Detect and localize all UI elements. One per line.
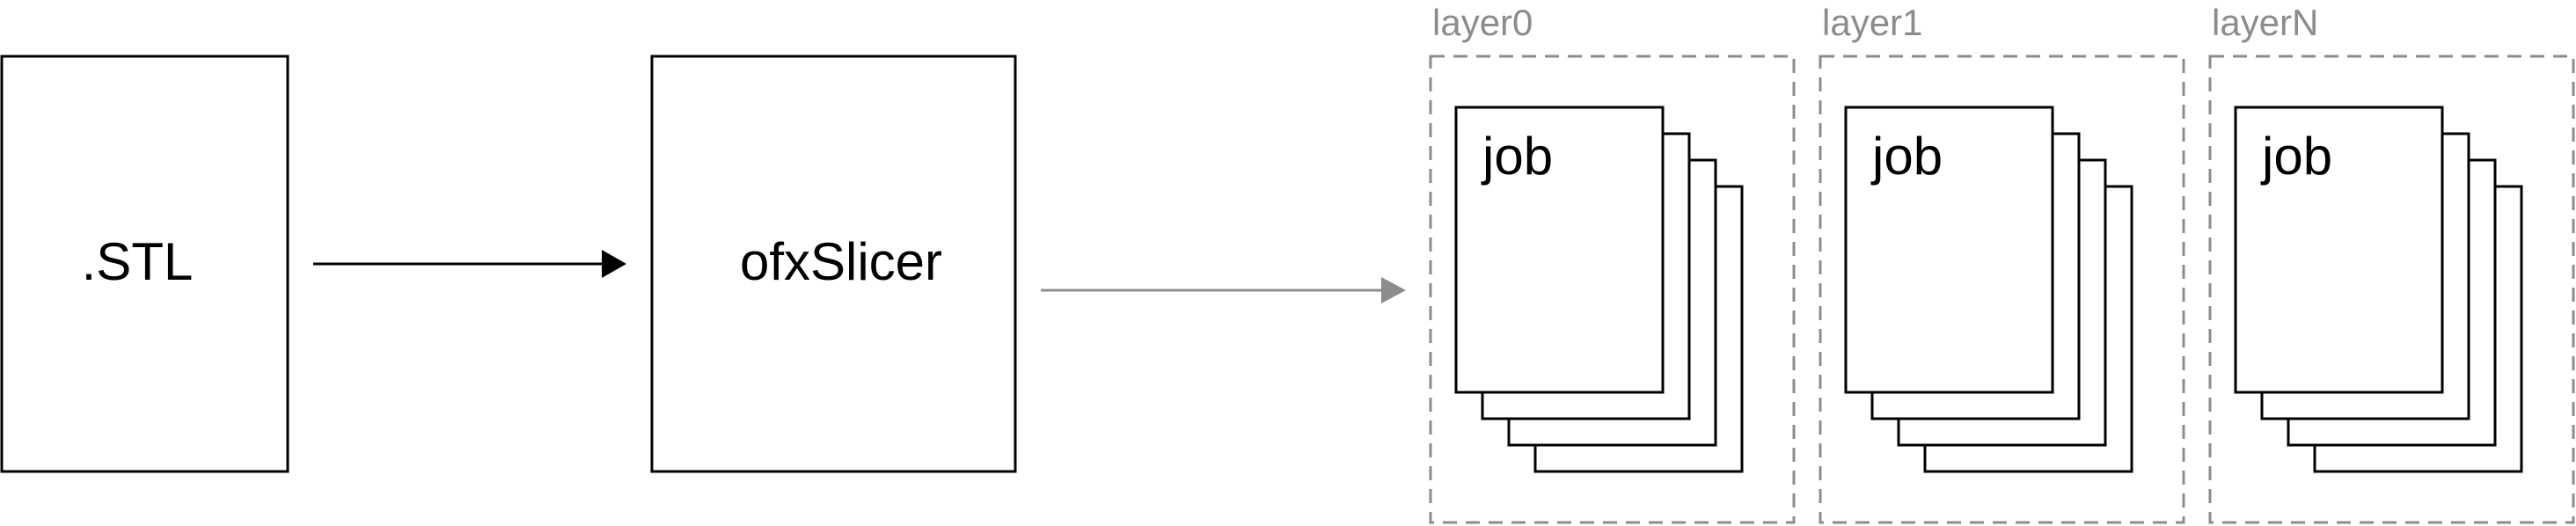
stl-box <box>0 55 289 473</box>
layer-frame <box>2208 55 2575 524</box>
slicer-node: ofxSlicer <box>650 55 1017 473</box>
layer-label: layer1 <box>1822 2 1922 43</box>
arrow-head <box>1381 277 1406 303</box>
slicer-label: ofxSlicer <box>740 232 942 291</box>
edge-slicer-to-layers <box>1041 277 1406 303</box>
edge-stl-to-slicer <box>313 250 626 278</box>
layer-frame <box>1819 55 2185 524</box>
layer-group: layer0 job <box>1429 2 1796 524</box>
arrow-head <box>602 250 626 278</box>
job-label: job <box>1481 127 1553 186</box>
layer-label: layerN <box>2212 2 2318 43</box>
slicer-box <box>650 55 1017 473</box>
layer-group: layerN job <box>2208 2 2575 524</box>
stl-node: .STL <box>0 55 289 473</box>
job-label: job <box>1870 127 1943 186</box>
layer-frame <box>1429 55 1796 524</box>
stl-label: .STL <box>82 232 194 291</box>
layer-group: layer1 job <box>1819 2 2185 524</box>
job-card <box>1844 106 2054 394</box>
job-label: job <box>2260 127 2332 186</box>
job-card <box>2234 106 2444 394</box>
job-card <box>1454 106 1665 394</box>
layer-label: layer0 <box>1432 2 1533 43</box>
